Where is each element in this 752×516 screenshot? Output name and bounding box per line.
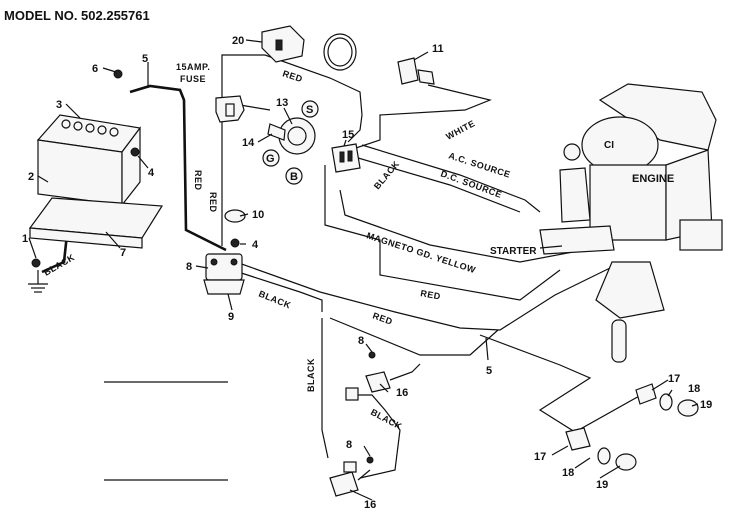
terminal-b-label: B bbox=[290, 171, 298, 183]
wire-label-red-middle: RED bbox=[420, 288, 442, 301]
part-10 bbox=[224, 209, 246, 223]
wire-label-red-lower: RED bbox=[371, 310, 394, 326]
solenoid bbox=[203, 253, 245, 295]
part-number-14: 14 bbox=[242, 137, 255, 149]
part-number-17-lower: 17 bbox=[534, 451, 546, 463]
part-number-15: 15 bbox=[342, 129, 354, 141]
fuse-holder bbox=[215, 95, 245, 123]
engine-label: ENGINE bbox=[632, 173, 674, 185]
fuse-label-line1: 15AMP. bbox=[176, 62, 210, 72]
part-number-4-battery: 4 bbox=[148, 167, 155, 179]
part-number-4-solenoid: 4 bbox=[252, 239, 259, 251]
part-number-7: 7 bbox=[120, 247, 126, 259]
terminal-b bbox=[285, 167, 303, 185]
bolt-1 bbox=[31, 258, 41, 268]
headlight-upper bbox=[635, 383, 699, 417]
wire-label-red-top: RED bbox=[281, 68, 304, 84]
wires bbox=[41, 54, 651, 479]
black-solenoid-wire bbox=[231, 269, 323, 312]
red-battery-cable bbox=[129, 84, 227, 252]
wire-labels: RED RED RED RED RED WHITE BLACK BLACK BL… bbox=[42, 68, 512, 431]
light-switch-middle bbox=[345, 363, 421, 401]
wire-label-black-lower: BLACK bbox=[369, 407, 404, 432]
nut-4-solenoid bbox=[230, 238, 240, 248]
part-number-1: 1 bbox=[22, 233, 28, 245]
light-switch-lower bbox=[329, 461, 371, 497]
ring-part bbox=[323, 33, 357, 71]
part-number-3: 3 bbox=[56, 99, 62, 111]
leader-lines bbox=[28, 39, 699, 501]
part-number-18-lower: 18 bbox=[562, 467, 574, 479]
ignition-switch bbox=[267, 117, 316, 155]
red-lower-wire bbox=[235, 261, 611, 331]
terminal-s-label: S bbox=[306, 104, 313, 116]
model-number-title: MODEL NO. 502.255761 bbox=[4, 8, 150, 23]
part-number-8-solenoid: 8 bbox=[186, 261, 192, 273]
black-lower-wire bbox=[350, 394, 401, 479]
part-20 bbox=[261, 25, 305, 63]
screw-8-lower bbox=[366, 456, 374, 464]
red-fuse-switch bbox=[239, 104, 271, 111]
part-number-19-upper: 19 bbox=[700, 399, 712, 411]
part-number-19-lower: 19 bbox=[596, 479, 608, 491]
starter-label: STARTER bbox=[490, 246, 537, 257]
wire-label-red-fuse: RED bbox=[208, 192, 218, 213]
part-number-5-lower: 5 bbox=[486, 365, 492, 377]
part-number-8-middle: 8 bbox=[358, 335, 364, 347]
red-5-wire bbox=[329, 317, 499, 356]
part-numbers: 1 2 3 4 4 5 5 6 7 8 8 8 9 10 11 13 14 15… bbox=[22, 35, 712, 511]
headlight-wire bbox=[479, 334, 651, 433]
connector-15 bbox=[331, 143, 361, 173]
part-number-16-middle: 16 bbox=[396, 387, 408, 399]
screw-8-middle bbox=[368, 351, 376, 359]
magneto-yellow-wire bbox=[339, 189, 611, 263]
part-number-8-lower: 8 bbox=[346, 439, 352, 451]
part-number-9: 9 bbox=[228, 311, 234, 323]
svg-text:CI: CI bbox=[604, 140, 614, 151]
part-number-16-lower: 16 bbox=[364, 499, 376, 511]
part-number-2: 2 bbox=[28, 171, 34, 183]
part-number-6: 6 bbox=[92, 63, 98, 75]
part-number-13: 13 bbox=[276, 97, 288, 109]
ground-symbol bbox=[28, 270, 48, 293]
red-top-wire bbox=[221, 54, 363, 143]
part-number-17-upper: 17 bbox=[668, 373, 680, 385]
wire-label-white: WHITE bbox=[444, 118, 477, 142]
white-wire bbox=[349, 84, 492, 151]
black-vertical-wire bbox=[321, 318, 329, 459]
part-number-5-top: 5 bbox=[142, 53, 148, 65]
engine: CI bbox=[539, 83, 723, 363]
terminal-s bbox=[301, 100, 319, 118]
headlight-lower bbox=[565, 427, 637, 471]
part-11 bbox=[397, 57, 435, 85]
fuse-label-line2: FUSE bbox=[180, 74, 206, 84]
battery-tray bbox=[28, 197, 164, 249]
part-number-10: 10 bbox=[252, 209, 264, 221]
terminal-g bbox=[262, 149, 280, 167]
wire-label-black-battery: BLACK bbox=[42, 252, 76, 278]
ac-source-wire bbox=[361, 144, 541, 213]
terminal-g-label: G bbox=[266, 153, 275, 165]
nut-4-battery bbox=[130, 147, 140, 157]
wire-label-magneto: MAGNETO GD. YELLOW bbox=[365, 230, 477, 275]
wire-label-black-9: BLACK bbox=[257, 289, 292, 311]
part-number-18-upper: 18 bbox=[688, 383, 700, 395]
wire-label-black-vertical: BLACK bbox=[306, 358, 316, 392]
dc-source-wire bbox=[347, 154, 521, 213]
part-number-20: 20 bbox=[232, 35, 244, 47]
part-number-11: 11 bbox=[432, 43, 444, 55]
black-magneto-wire bbox=[324, 165, 561, 301]
wire-label-red-left: RED bbox=[193, 170, 203, 191]
battery bbox=[36, 114, 142, 207]
